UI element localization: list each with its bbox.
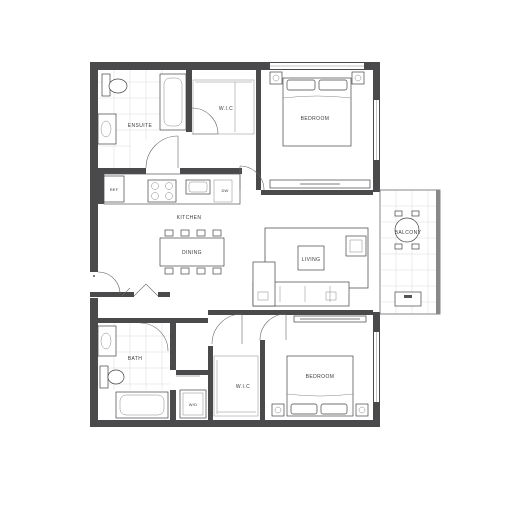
room-label-bath: BATH [128,356,143,362]
room-label-dining: DINING [182,250,202,256]
room-label-wic-bottom: W.I.C [236,384,250,390]
room-label-balcony: BALCONY [395,230,422,236]
room-label-bedroom-bottom: BEDROOM [306,374,335,380]
room-label-wic-top: W.I.C [219,106,233,112]
bedroom-bottom: BEDROOM [259,313,369,417]
laundry: W/D [176,375,207,419]
bedroom-top: BEDROOM [239,71,371,191]
appliance-label-ref: REF [110,187,119,192]
appliance-label-dw: DW [221,188,228,193]
room-label-living: LIVING [302,257,321,263]
entry-door [93,271,159,297]
bath: BATH [97,322,170,419]
balcony: BALCONY [379,189,441,315]
ensuite: ENSUITE [97,70,187,169]
dining: DINING [159,229,225,275]
wic-top: W.I.C [191,79,255,135]
kitchen: REF DW KITCHEN [103,175,233,221]
room-label-kitchen: KITCHEN [177,215,202,221]
appliance-label-wd: W/D [189,402,197,407]
room-label-bedroom-top: BEDROOM [301,116,330,122]
room-label-ensuite: ENSUITE [128,123,153,129]
living: LIVING [252,227,369,307]
wic-bottom: W.I.C [211,313,259,417]
